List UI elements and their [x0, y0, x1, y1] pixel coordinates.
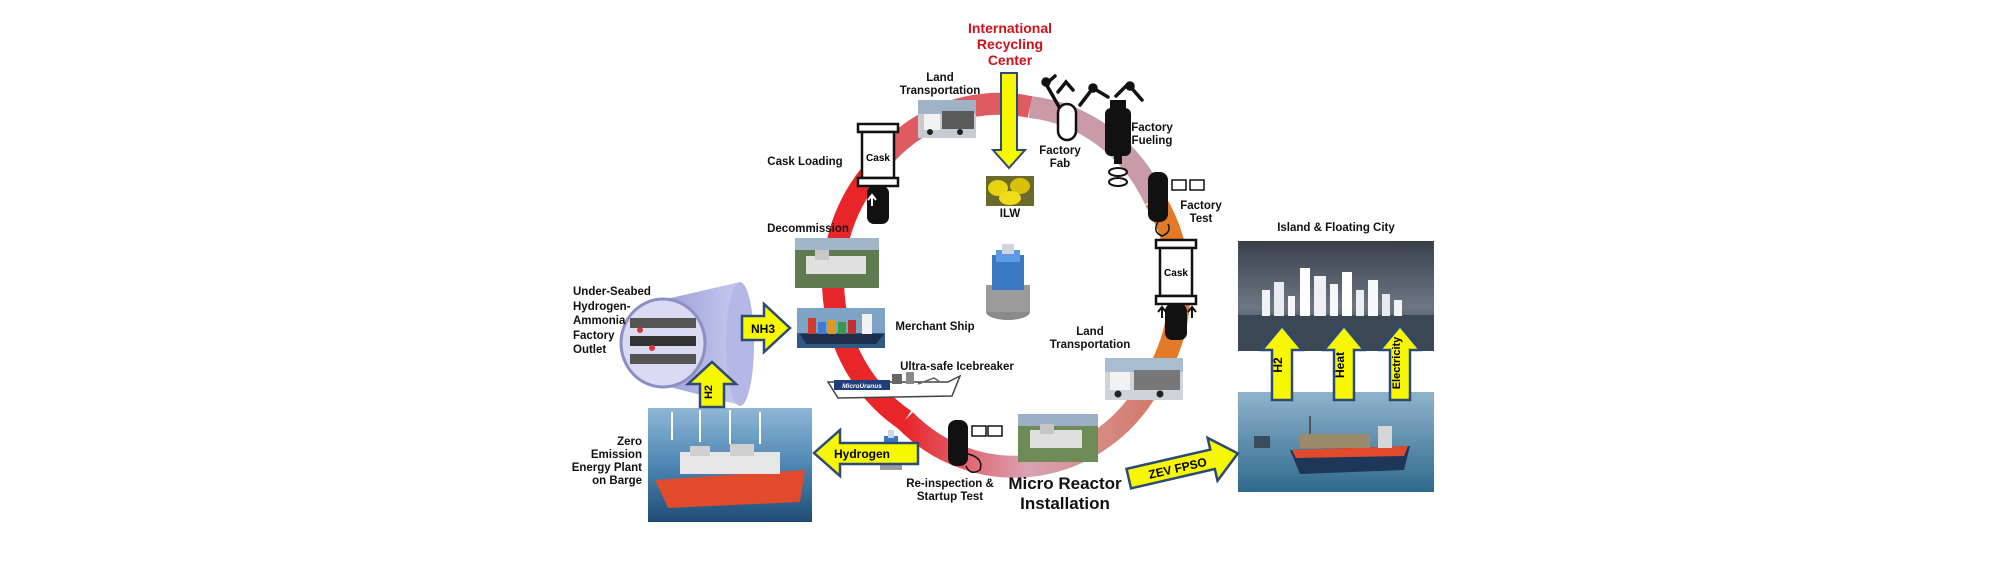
- reinspection-label: Re-inspection & Startup Test: [906, 478, 994, 503]
- factory-fueling-label: Factory Fueling: [1131, 122, 1173, 147]
- barge-photo: [648, 408, 812, 522]
- land-transportation-right-label: Land Transportation: [1049, 326, 1131, 351]
- robot-arms-icon: [1041, 74, 1144, 114]
- reactor-core-icon: [986, 244, 1030, 320]
- factory-test-icon: [1148, 172, 1205, 237]
- cask-left-icon: [856, 122, 900, 224]
- heat-arrow-label: Heat: [1333, 352, 1347, 378]
- factory-fab-label: Factory Fab: [1039, 145, 1081, 170]
- hydrogen-arrow: [812, 427, 920, 479]
- merchant-ship-photo: [797, 308, 885, 348]
- hydrogen-arrow-label: Hydrogen: [834, 447, 890, 461]
- cask-right-text: Cask: [1164, 268, 1188, 279]
- reinspection-icon: [948, 420, 1003, 473]
- ilw-barrels-photo: [986, 176, 1034, 206]
- nh3-arrow: [740, 301, 792, 355]
- truck-photo-top: [918, 100, 976, 138]
- under-seabed-label: Under-Seabed Hydrogen- Ammonia Factory O…: [573, 286, 651, 356]
- cask-left-text: Cask: [866, 153, 890, 164]
- ultra-safe-icebreaker-label: Ultra-safe Icebreaker: [900, 361, 1014, 373]
- recycling-down-arrow: [990, 72, 1028, 170]
- h2-right-arrow: [1259, 324, 1305, 402]
- icebreaker-ship-icon: [826, 372, 962, 399]
- zero-emission-label: Zero Emission Energy Plant on Barge: [571, 436, 642, 487]
- micro-reactor-installation-label: Micro Reactor Installation: [1008, 474, 1122, 513]
- ilw-label: ILW: [999, 208, 1021, 220]
- installation-photo: [1018, 414, 1098, 462]
- land-transportation-top-label: Land Transportation: [899, 72, 981, 97]
- h2-left-arrow-label: H2: [703, 385, 715, 399]
- cask-loading-label: Cask Loading: [767, 156, 843, 168]
- electricity-arrow: [1377, 324, 1423, 402]
- merchant-ship-label: Merchant Ship: [895, 321, 975, 333]
- fpso-photo: [1238, 392, 1434, 492]
- international-recycling-center-label: International Recycling Center: [967, 20, 1052, 68]
- h2-right-arrow-label: H2: [1271, 357, 1285, 373]
- factory-fueling-icon: [1105, 100, 1131, 187]
- factory-test-label: Factory Test: [1180, 200, 1222, 225]
- decommission-label: Decommission: [767, 223, 849, 235]
- island-floating-city-label: Island & Floating City: [1277, 222, 1395, 234]
- electricity-arrow-label: Electricity: [1391, 336, 1403, 389]
- factory-fab-capsule-icon: [1056, 102, 1078, 142]
- heat-arrow: [1321, 324, 1367, 402]
- decommission-photo: [795, 238, 879, 288]
- cask-right-icon: [1154, 238, 1198, 340]
- nh3-arrow-label: NH3: [751, 322, 775, 336]
- icebreaker-brand-text: MicroUranus: [842, 383, 882, 390]
- seabed-tunnel-illustration: [619, 282, 754, 406]
- truck-photo-right: [1105, 358, 1183, 400]
- zev-fpso-arrow: ZEV FPSO: [1125, 435, 1240, 490]
- h2-left-arrow: [684, 360, 740, 409]
